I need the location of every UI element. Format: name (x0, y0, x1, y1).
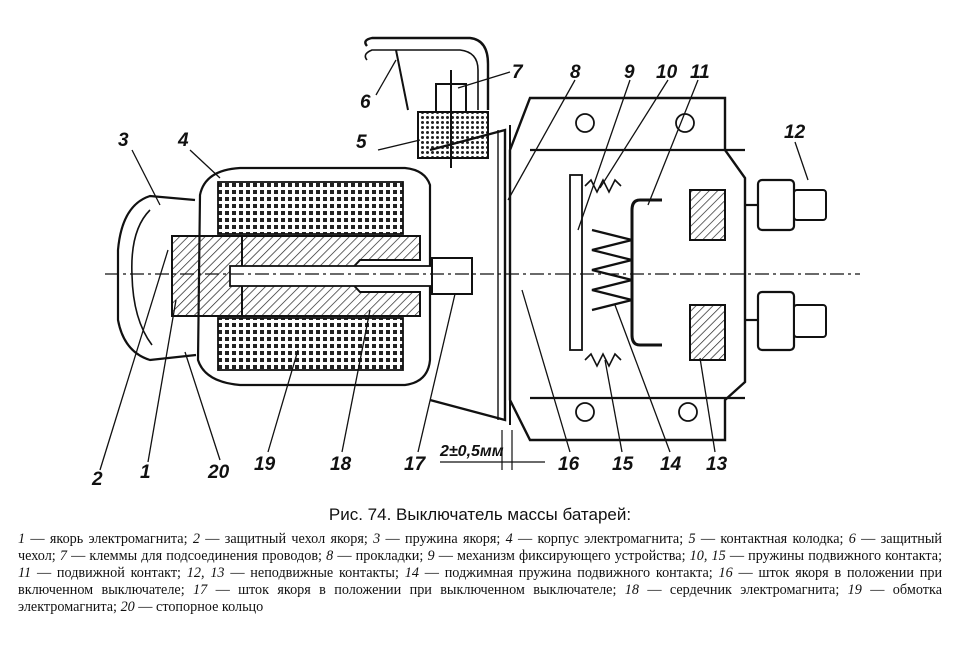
legend-text: — контактная колодка; (695, 531, 849, 547)
legend-number: 12, 13 (186, 565, 225, 581)
callout-10: 10 (656, 62, 678, 83)
fixed-contact-nut-top (756, 178, 796, 232)
legend-text: — подвижной контакт; (31, 565, 187, 581)
legend-number: 19 (847, 582, 862, 598)
legend-text: — неподвижные контакты; (224, 565, 405, 581)
legend-text: — клеммы для подсоединения проводов; (66, 548, 327, 564)
technical-drawing: 2 1 3 4 5 6 7 8 9 10 11 12 13 14 15 16 1… (91, 36, 860, 490)
legend-number: 9 (427, 548, 435, 564)
legend-number: 14 (404, 565, 419, 581)
callout-3: 3 (118, 130, 129, 151)
legend-text: — защитный чехол якоря; (199, 531, 374, 547)
callout-17: 17 (404, 454, 427, 475)
legend-number: 17 (193, 582, 208, 598)
legend-text: — корпус электромагнита; (512, 531, 689, 547)
spring-15 (584, 352, 622, 368)
contact-housing (508, 96, 747, 442)
callout-1: 1 (140, 462, 151, 483)
coil-winding-top (217, 181, 404, 235)
protective-boot-wire (364, 36, 490, 110)
callout-5: 5 (356, 132, 367, 153)
fixed-contact-nut-bottom (756, 290, 796, 352)
legend-number: 7 (59, 548, 67, 564)
callout-15: 15 (612, 454, 634, 475)
spring-10 (584, 178, 622, 194)
movable-contact (630, 198, 662, 347)
callout-12: 12 (784, 122, 806, 143)
callout-6: 6 (360, 92, 371, 113)
callout-7: 7 (512, 62, 524, 83)
flange (429, 128, 507, 422)
legend-text: — шток якоря в положении при включенном … (18, 565, 943, 598)
callout-4: 4 (177, 130, 189, 151)
callout-16: 16 (558, 454, 580, 475)
legend-number: 11 (18, 565, 32, 581)
legend-number: 16 (718, 565, 733, 581)
callout-14: 14 (660, 454, 682, 475)
legend-number: 18 (624, 582, 639, 598)
legend-text: — обмотка электромагнита; (18, 582, 942, 615)
spring-14 (591, 228, 633, 312)
callout-13: 13 (706, 454, 728, 475)
legend-number: 2 (192, 531, 200, 547)
figure-legend: 1 — якорь электромагнита; 2 — защитный ч… (18, 531, 942, 616)
callout-11: 11 (690, 62, 710, 83)
legend-text: — механизм фиксирующего устройства; (434, 548, 690, 564)
legend-text: — шток якоря в положении при выключенном… (207, 582, 625, 598)
electromagnet-housing (196, 166, 432, 387)
legend-text: — сердечник электромагнита; (638, 582, 848, 598)
legend-number: 1 (18, 531, 26, 547)
legend-text: — якорь электромагнита; (25, 531, 193, 547)
legend-number: 10, 15 (689, 548, 726, 564)
legend-number: 5 (688, 531, 696, 547)
callout-18: 18 (330, 454, 352, 475)
armature-rod (229, 265, 441, 287)
legend-number: 6 (848, 531, 856, 547)
callout-19: 19 (254, 454, 276, 475)
legend-number: 20 (120, 599, 135, 615)
callout-8: 8 (570, 62, 581, 83)
legend-number: 8 (326, 548, 334, 564)
callout-2: 2 (91, 469, 103, 490)
callout-9: 9 (624, 62, 635, 83)
figure-caption: Рис. 74. Выключатель массы батарей: (328, 505, 632, 524)
legend-text: — защитный чехол; (18, 531, 942, 564)
legend-text: — поджимная пружина подвижного контакта; (418, 565, 719, 581)
legend-text: — пружины подвижного контакта; (725, 548, 943, 564)
legend-text: — пружина якоря; (380, 531, 506, 547)
legend-text: — прокладки; (333, 548, 428, 564)
callout-20: 20 (207, 462, 230, 483)
armature-boot (116, 194, 197, 362)
legend-number: 4 (505, 531, 513, 547)
legend-text: — стопорное кольцо (134, 599, 264, 615)
contact-block (417, 111, 489, 159)
gap-dimension: 2±0,5мм (439, 443, 504, 460)
legend-number: 3 (373, 531, 381, 547)
coil-winding-bottom (217, 317, 404, 371)
